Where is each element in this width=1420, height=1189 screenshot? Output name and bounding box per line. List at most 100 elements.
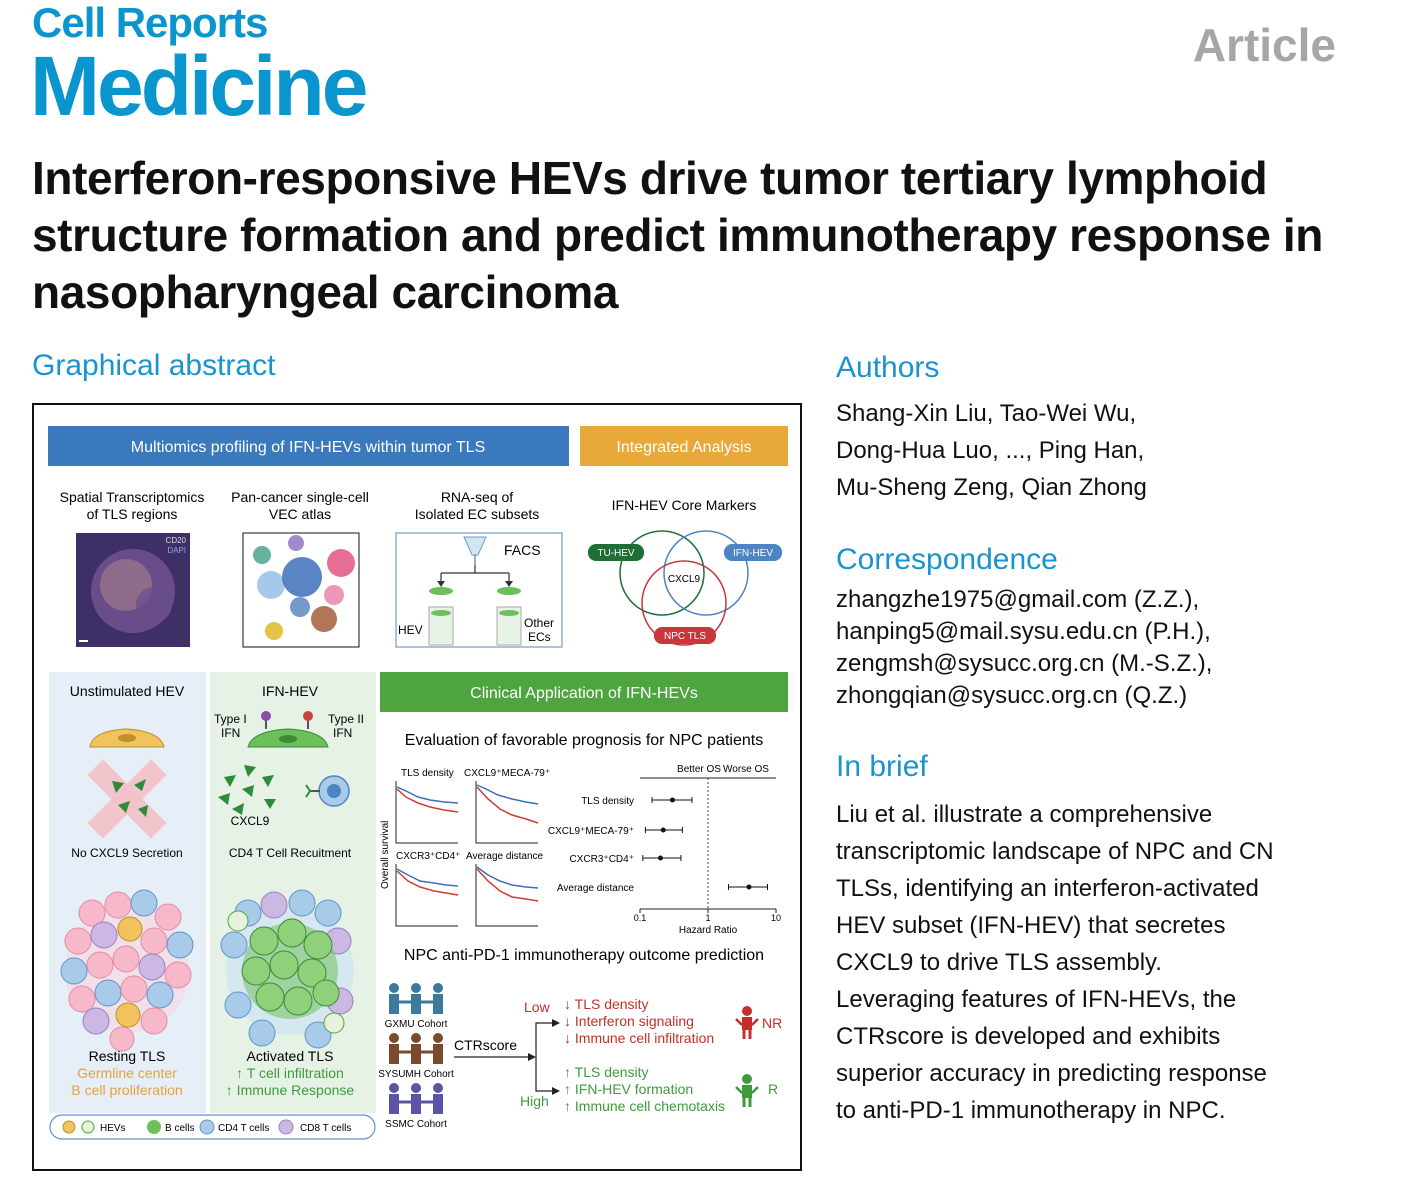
type1-ifn-receptor <box>261 711 271 721</box>
in-brief-text: Liu et al. illustrate a comprehensive tr… <box>836 796 1396 1129</box>
integrated-banner <box>580 426 788 466</box>
venn-tu-hev-text: TU-HEV <box>597 548 635 559</box>
unstim-title: Unstimulated HEV <box>70 683 185 699</box>
authors-line-1[interactable]: Shang-Xin Liu, Tao-Wei Wu, <box>836 400 1137 427</box>
anti-pd1-heading: NPC anti-PD-1 immunotherapy outcome pred… <box>404 947 764 964</box>
immune-response-label: ↑ Immune Response <box>226 1082 355 1098</box>
ssmc-cohort-icon <box>389 1083 443 1114</box>
cohort-ssmc: SSMC Cohort <box>385 1119 447 1130</box>
in-brief-line: Liu et al. illustrate a comprehensive <box>836 801 1213 828</box>
in-brief-line: superior accuracy in predicting response <box>836 1060 1267 1087</box>
authors-heading: Authors <box>836 351 940 384</box>
resting-tls-label: Resting TLS <box>89 1048 166 1064</box>
venn-npc-tls-circle <box>641 560 727 646</box>
rnaseq-label-2: Isolated EC subsets <box>415 506 540 522</box>
graphical-abstract-heading: Graphical abstract <box>32 349 276 382</box>
authors-line-2[interactable]: Dong-Hua Luo, ..., Ping Han, <box>836 437 1145 464</box>
low-item-1: ↓ TLS density <box>564 996 649 1012</box>
in-brief-line: HEV subset (IFN-HEV) that secretes <box>836 912 1226 939</box>
in-brief-line: Leveraging features of IFN-HEVs, the <box>836 986 1237 1013</box>
forest-row-label: Average distance <box>557 883 635 894</box>
cxcl9-molecules <box>218 765 276 815</box>
venn-ifn-hev-circle <box>663 530 749 616</box>
gxmu-cohort-icon <box>389 983 443 1014</box>
clinical-banner-text: Clinical Application of IFN-HEVs <box>470 685 698 702</box>
forest-worse-label: Worse OS <box>723 764 769 775</box>
rnaseq-label-1: RNA-seq of <box>441 489 513 505</box>
cohort-gxmu: GXMU Cohort <box>385 1019 448 1030</box>
high-label: High <box>520 1093 549 1109</box>
responder-icon <box>735 1074 759 1107</box>
forest-row-label: TLS density <box>581 796 634 807</box>
non-responder-icon <box>735 1006 759 1039</box>
high-item-1: ↑ TLS density <box>564 1064 649 1080</box>
vec-label-2: VEC atlas <box>269 506 331 522</box>
correspondence-heading: Correspondence <box>836 543 1058 576</box>
type1-ifn-2: IFN <box>221 726 240 740</box>
spatial-stain-cd20: CD20 <box>166 536 187 545</box>
in-brief-line: TLSs, identifying an interferon-activate… <box>836 875 1259 902</box>
multiomics-banner-text: Multiomics profiling of IFN-HEVs within … <box>131 439 485 456</box>
journal-name-line1: Cell Reports <box>32 0 268 46</box>
correspondence-email-4[interactable]: zhongqian@sysucc.org.cn (Q.Z.) <box>836 682 1188 709</box>
cd4-recruit-label: CD4 T Cell Recuitment <box>229 846 352 860</box>
forest-tick-label: 0.1 <box>634 913 647 923</box>
km-title-4: Average distance <box>466 851 544 862</box>
umap-clusters <box>253 535 355 640</box>
spatial-stain-dapi: DAPI <box>167 546 186 555</box>
cohort-sysumh: SYSUMH Cohort <box>378 1069 454 1080</box>
km-plots: TLS density CXCL9⁺MECA-79⁺ CXCR3⁺CD4⁺ Av… <box>380 768 550 927</box>
ctrscore-label: CTRscore <box>454 1037 517 1053</box>
article-type-label: Article <box>1192 19 1336 71</box>
in-brief-line: transcriptomic landscape of NPC and CN <box>836 838 1274 865</box>
in-brief-line: CXCL9 to drive TLS assembly. <box>836 949 1162 976</box>
other-ecs-label-1: Other <box>524 616 554 630</box>
ifn-hev-title: IFN-HEV <box>262 683 319 699</box>
resting-tls-illustration <box>60 889 194 1052</box>
clinical-banner <box>380 672 788 712</box>
cxcl9-label: CXCL9 <box>231 814 270 828</box>
forest-point <box>657 855 663 861</box>
forest-point <box>746 884 752 890</box>
eval-heading: Evaluation of favorable prognosis for NP… <box>405 732 763 749</box>
forest-xlabel: Hazard Ratio <box>679 925 738 936</box>
forest-plot: Better OS Worse OS Hazard Ratio TLS dens… <box>548 764 781 936</box>
authors-line-3[interactable]: Mu-Sheng Zeng, Qian Zhong <box>836 474 1147 501</box>
core-markers-label: IFN-HEV Core Markers <box>612 497 757 513</box>
km-title-1: TLS density <box>401 768 454 779</box>
activated-tls-label: Activated TLS <box>247 1048 334 1064</box>
spatial-label-2: of TLS regions <box>87 506 178 522</box>
hev-label: HEV <box>398 623 423 637</box>
multiomics-banner <box>48 426 569 466</box>
correspondence-email-3[interactable]: zengmsh@sysucc.org.cn (M.-S.Z.), <box>836 650 1213 677</box>
forest-tick-label: 10 <box>771 913 781 923</box>
no-cxcl9-label: No CXCL9 Secretion <box>71 846 182 860</box>
venn-ifn-hev-badge <box>724 544 782 561</box>
vec-label-1: Pan-cancer single-cell <box>231 489 369 505</box>
venn-ifn-hev-text: IFN-HEV <box>733 548 773 559</box>
high-item-2: ↑ IFN-HEV formation <box>564 1081 693 1097</box>
germinal-center-label: Germline center <box>77 1065 177 1081</box>
high-item-3: ↑ Immune cell chemotaxis <box>564 1098 725 1114</box>
venn-cxcl9-text: CXCL9 <box>668 574 701 585</box>
facs-label: FACS <box>504 542 541 558</box>
correspondence-email-2[interactable]: hanping5@mail.sysu.edu.cn (P.H.), <box>836 618 1211 645</box>
forest-row-label: CXCR3⁺CD4⁺ <box>570 854 634 865</box>
sysumh-cohort-icon <box>389 1033 443 1064</box>
forest-row-label: CXCL9⁺MECA-79⁺ <box>548 826 634 837</box>
forest-tick-label: 1 <box>705 913 710 923</box>
activated-tls-illustration <box>220 889 354 1049</box>
in-brief-line: to anti-PD-1 immunotherapy in NPC. <box>836 1097 1226 1124</box>
journal-name-line2: Medicine <box>30 39 368 133</box>
low-item-2: ↓ Interferon signaling <box>564 1013 694 1029</box>
integrated-banner-text: Integrated Analysis <box>616 439 751 456</box>
forest-point <box>660 827 666 833</box>
venn-tu-hev-badge <box>588 544 644 561</box>
r-label: R <box>768 1081 778 1097</box>
correspondence-email-1[interactable]: zhangzhe1975@gmail.com (Z.Z.), <box>836 586 1200 613</box>
cross-icon <box>87 759 167 839</box>
in-brief-heading: In brief <box>836 750 928 783</box>
other-ecs-label-2: ECs <box>528 630 551 644</box>
type2-ifn-2: IFN <box>333 726 352 740</box>
km-title-3: CXCR3⁺CD4⁺ <box>396 851 460 862</box>
